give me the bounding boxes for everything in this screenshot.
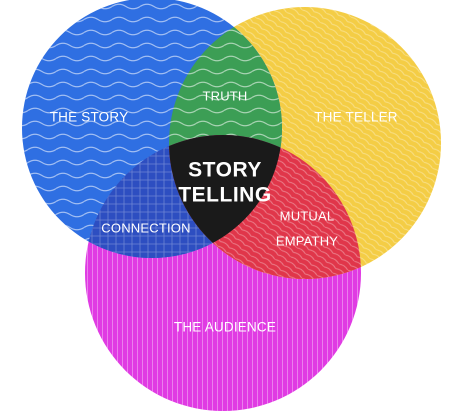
label-the-audience: THE AUDIENCE xyxy=(174,320,276,335)
label-the-teller: THE TELLER xyxy=(314,110,398,125)
label-empathy: EMPATHY xyxy=(276,233,338,248)
label-telling: TELLING xyxy=(178,184,271,207)
label-the-story: THE STORY xyxy=(50,110,129,125)
label-connection: CONNECTION xyxy=(101,220,190,235)
label-mutual: MUTUAL xyxy=(280,208,335,223)
label-story: STORY xyxy=(188,159,262,182)
intersection-story-audience xyxy=(85,135,282,258)
label-truth: TRUTH xyxy=(202,88,247,103)
